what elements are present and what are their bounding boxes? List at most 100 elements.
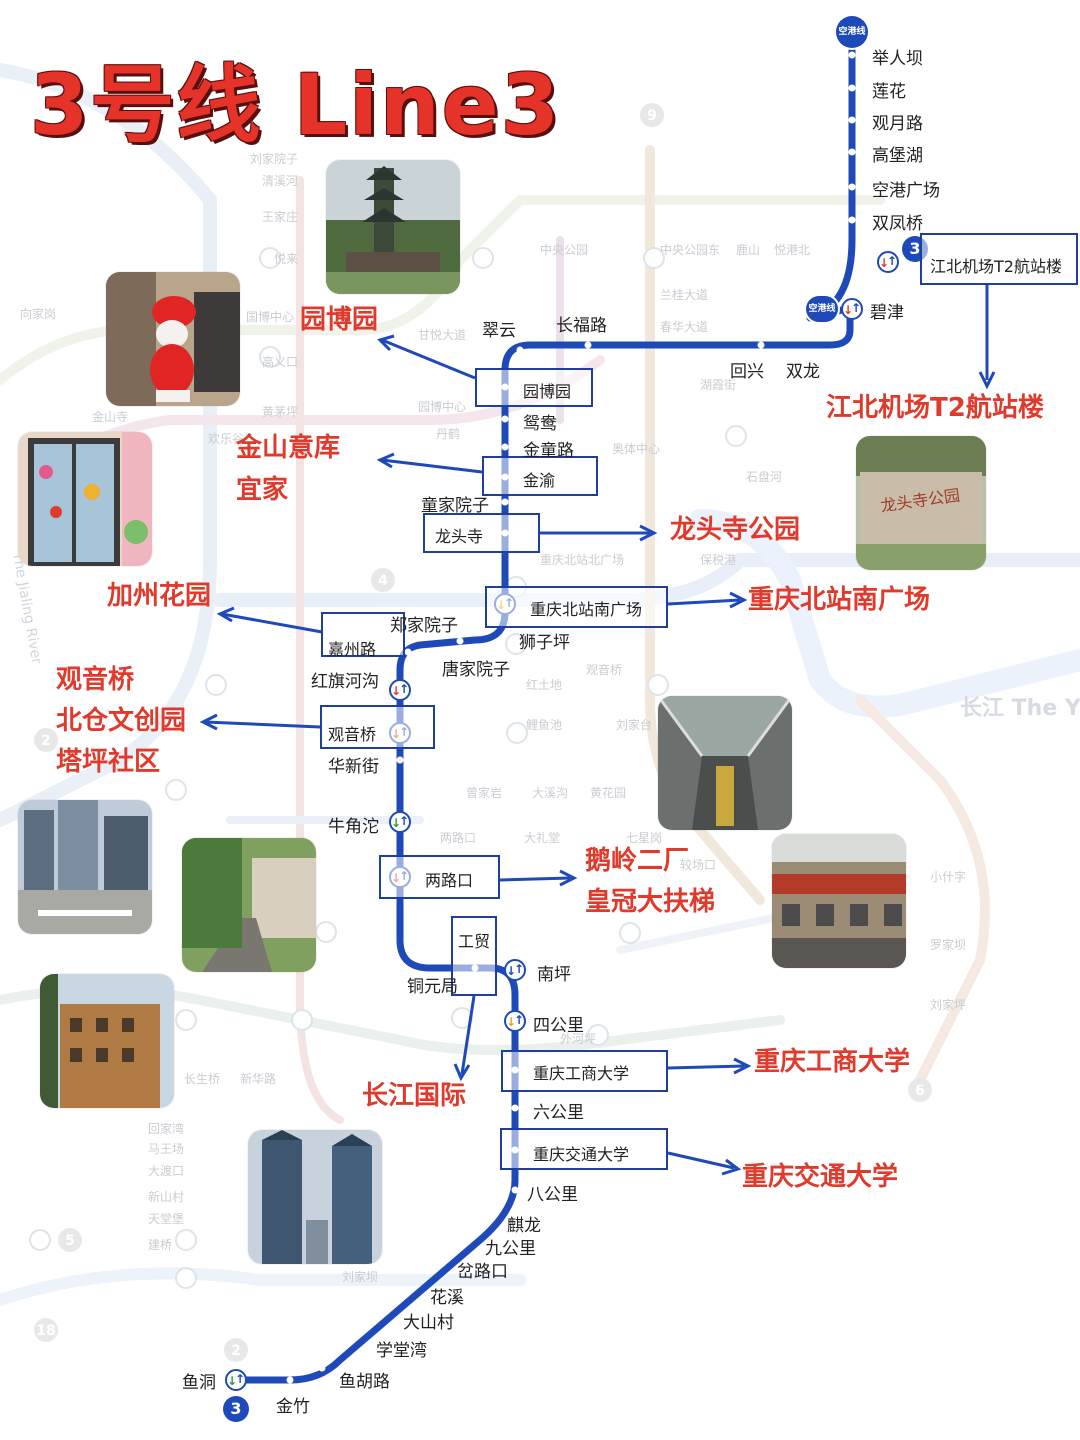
station-dot [404,648,412,656]
photo-yuanboyuan-pagoda [326,160,460,294]
station-label: 双凤桥 [872,214,923,234]
highlight-box-t2[interactable] [920,233,1078,285]
line3-badge-south: 3 [223,1396,249,1422]
highlight-box-yuanboyuan[interactable] [475,368,593,407]
station-label: 金竹 [276,1397,310,1417]
station-dot [757,341,765,349]
svg-text:↑: ↑ [399,682,409,696]
svg-text:↓: ↓ [227,1374,237,1388]
pagoda-image-icon [326,160,460,294]
highlight-box-jinyu[interactable] [482,456,598,496]
station-label: 童家院子 [421,496,489,516]
station-label: 唐家院子 [442,660,510,680]
attraction-changjiang: 长江国际 [362,1081,467,1111]
lane-image-icon [182,838,316,972]
background-station-label: 金山寺 [92,410,129,424]
door-image-icon [18,432,152,566]
station-label: 重庆交通大学 [533,1145,630,1164]
highlight-box-jiazhoulu[interactable] [321,612,405,657]
station-label: 碧津 [870,303,904,323]
statue-image-icon [106,272,240,406]
station-label: 鱼胡路 [339,1372,390,1392]
background-station-label: 大礼堂 [524,831,561,845]
highlight-box-north-station[interactable] [485,586,668,628]
station-label: 重庆工商大学 [533,1064,630,1083]
attraction-taping: 塔坪社区 [56,747,161,777]
svg-text:↑: ↑ [399,814,409,828]
svg-text:↑: ↑ [887,254,897,268]
building-image-icon [40,974,174,1108]
escalator-image-icon [658,696,792,830]
station-dot [318,1364,326,1372]
svg-text:↓: ↓ [391,684,401,698]
background-station-label: 保税港 [700,553,737,567]
background-station-label: 清溪河 [262,174,299,188]
background-station-label: 新山村 [148,1190,185,1204]
background-station-label: 大渡口 [148,1164,185,1178]
svg-text:9: 9 [647,108,657,124]
station-label: 郑家院子 [390,616,458,636]
factory-image-icon [772,834,906,968]
background-station-label: 长生桥 [184,1072,221,1086]
svg-text:↓: ↓ [391,816,401,830]
svg-text:2: 2 [41,733,51,749]
svg-text:18: 18 [36,1323,55,1339]
highlight-box-longtousi[interactable] [423,513,540,553]
station-label: 六公里 [533,1103,584,1123]
airport-line-badge-bijin: 空港线 [806,296,838,322]
interchange-icon [841,298,863,320]
station-label: 回兴 [730,362,764,382]
highlight-box-gongmao[interactable] [451,916,497,996]
station-dot [848,84,856,92]
attraction-jinshan-yiku: 金山意库 [236,433,341,463]
station-label: 金童路 [523,441,574,461]
station-label: 鱼洞 [182,1373,216,1393]
airport-line-badge: 空港线 [836,16,868,48]
station-label: 九公里 [485,1239,536,1259]
interchange-icon [389,679,411,701]
station-label: 狮子坪 [519,633,570,653]
background-station-label: 回家湾 [148,1122,185,1136]
photo-old-building [40,974,174,1108]
background-station-label: 罗家坝 [930,938,967,952]
highlight-box-cqjtu[interactable] [500,1128,668,1170]
highlight-box-ctbu[interactable] [501,1050,668,1092]
attraction-north-station: 重庆北站南广场 [748,585,931,615]
station-label: 两路口 [425,871,474,890]
photo-longtousi-park: 龙头寺公园 [856,436,986,570]
station-dot [584,341,592,349]
background-station-label: 天堂堡 [148,1212,185,1226]
attraction-t2: 江北机场T2航站楼 [826,393,1044,423]
background-station-label: 国博中心 [246,310,295,324]
station-label: 铜元局 [407,977,458,997]
svg-text:5: 5 [65,1233,75,1249]
background-station-label: 刘家坪 [930,998,967,1012]
highlight-box-guanyinqiao[interactable] [320,705,435,749]
background-station-label: 丹鹤 [436,427,461,441]
station-label: 大山村 [403,1313,454,1333]
photo-eling-factory [772,834,906,968]
background-station-label: 新华路 [240,1072,277,1086]
station-label: 牛角沱 [328,817,379,837]
background-station-label: 奥体中心 [612,442,661,456]
background-station-label: 七星岗 [626,831,663,845]
station-dot [431,1261,439,1269]
station-dot [848,116,856,124]
station-label: 高堡湖 [872,146,923,166]
attraction-huangguan-escalator: 皇冠大扶梯 [585,887,716,917]
station-dot [848,51,856,59]
background-station-label: 春华大道 [660,320,709,334]
highlight-box-lianglukou[interactable] [379,855,500,899]
street-image-icon [18,800,152,934]
attraction-ikea: 宜家 [236,475,289,505]
background-station-label: 观音桥 [586,663,623,677]
station-dot [376,1310,384,1318]
station-dot [348,1334,356,1342]
background-station-label: 外河坪 [560,1032,597,1046]
towers-image-icon [248,1130,382,1264]
station-label: 长福路 [556,316,607,336]
station-label: 南坪 [537,965,571,985]
background-station-label: 悦港北 [774,243,811,257]
station-label: 红旗河沟 [311,672,379,692]
